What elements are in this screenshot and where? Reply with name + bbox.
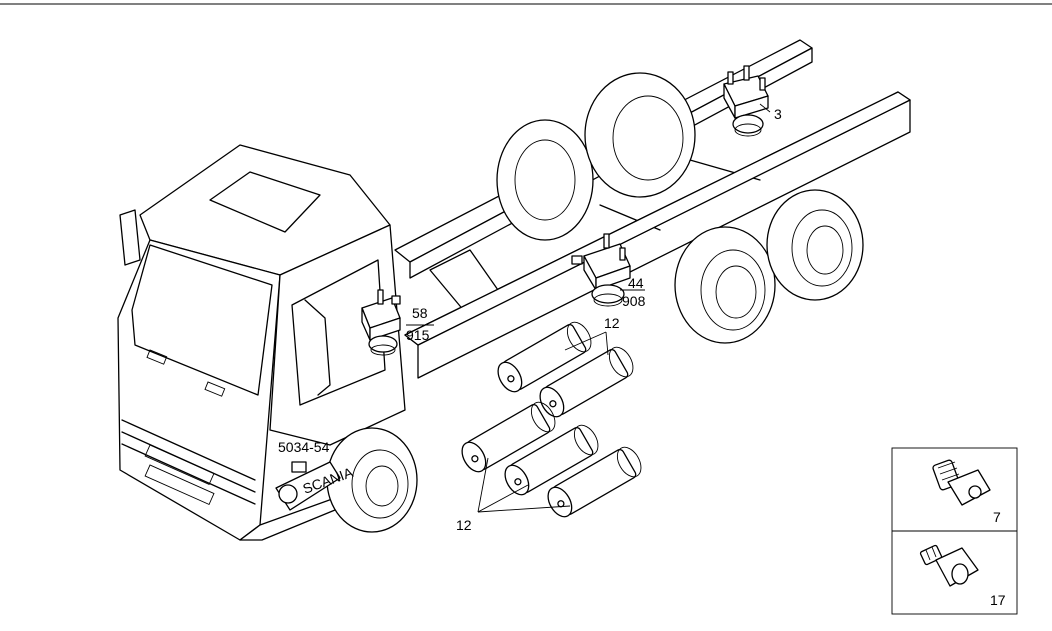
callout-air-tanks-lower: 12 [456,517,472,533]
detail-inset: 7 17 [891,447,1018,615]
chassis-rail-top [404,91,911,346]
callout-valve-mid-bottom: 908 [622,293,646,309]
air-tank [497,321,592,393]
tow-hook-icon [278,484,298,504]
truck-cab: SCANIA [117,144,418,541]
callout-valve-mid-top: 44 [628,275,644,291]
leader-lines [406,103,771,513]
valve-front [361,289,401,356]
air-tank [547,446,642,518]
air-tank [539,346,634,418]
air-tank [461,401,556,473]
callout-valve-rear: 3 [774,106,782,122]
bumper-lamp [291,461,307,473]
air-tanks [461,321,642,518]
callout-valve-front-bottom: 915 [406,327,430,343]
inset-callout-lower: 17 [990,592,1006,608]
fitting-part-upper [932,459,991,506]
inset-callout-upper: 7 [993,509,1001,525]
callout-cab-reference: 5034-54 [278,439,330,455]
callout-air-tanks-upper: 12 [604,315,620,331]
valve-rear [723,65,769,137]
cab-grille [121,419,256,506]
rear-wheels [496,72,864,344]
callout-valve-front-top: 58 [412,305,428,321]
fitting-part-lower [919,544,979,587]
valve-mid [571,233,631,307]
